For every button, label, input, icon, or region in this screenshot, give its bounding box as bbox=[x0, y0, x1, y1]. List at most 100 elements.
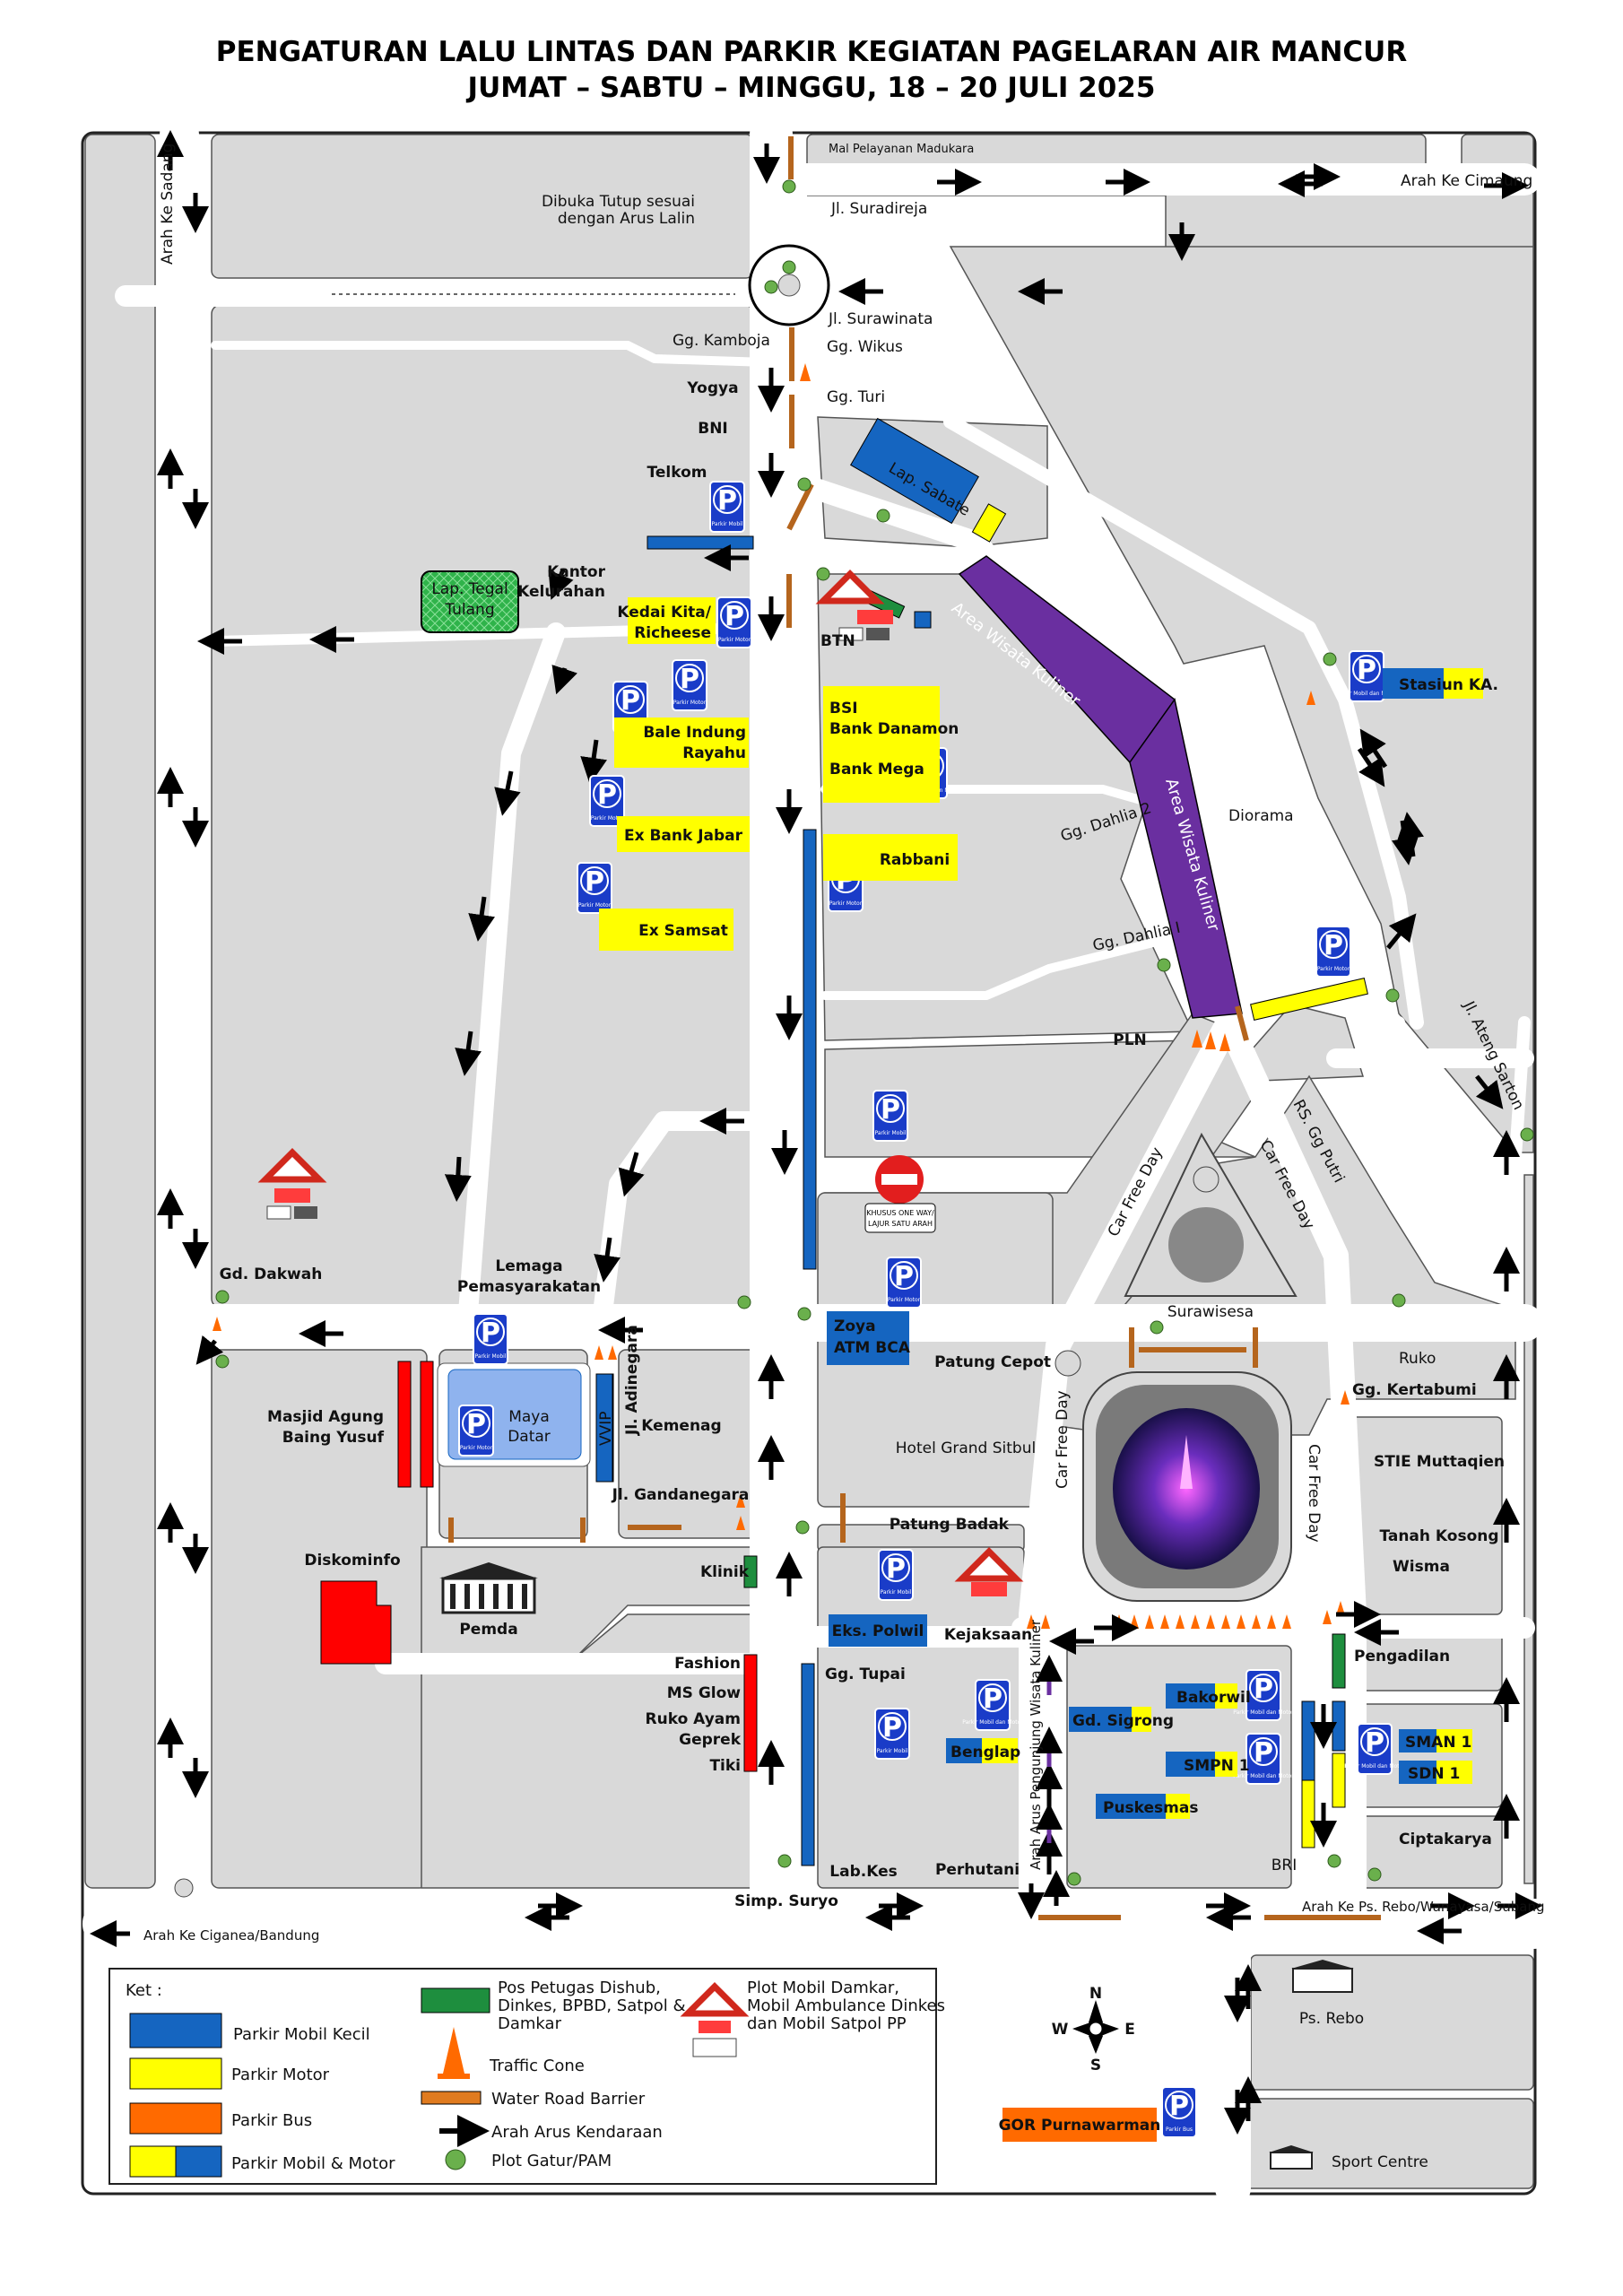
svg-text:P: P bbox=[1254, 1737, 1273, 1769]
svg-text:Pengadilan: Pengadilan bbox=[1354, 1648, 1450, 1665]
svg-text:Geprek: Geprek bbox=[679, 1731, 742, 1749]
compass-icon: N S E W bbox=[1052, 1985, 1135, 2074]
svg-text:Kejaksaan: Kejaksaan bbox=[944, 1626, 1032, 1644]
svg-text:Benglap: Benglap bbox=[950, 1744, 1020, 1761]
svg-text:Diorama: Diorama bbox=[1228, 807, 1294, 825]
svg-text:N: N bbox=[1089, 1985, 1102, 2003]
svg-text:Lap. Tegal: Lap. Tegal bbox=[431, 580, 508, 598]
svg-text:Pemasyarakatan: Pemasyarakatan bbox=[457, 1278, 601, 1296]
svg-text:Ciptakarya: Ciptakarya bbox=[1399, 1831, 1492, 1848]
svg-text:Parkir Motor: Parkir Motor bbox=[1317, 966, 1350, 972]
svg-text:Parkir Mobil: Parkir Mobil bbox=[875, 1130, 907, 1136]
svg-text:Plot Gatur/PAM: Plot Gatur/PAM bbox=[491, 2152, 612, 2170]
svg-text:Lab.Kes: Lab.Kes bbox=[829, 1863, 897, 1881]
pemda-building-icon bbox=[439, 1562, 538, 1614]
svg-text:Gg. Wikus: Gg. Wikus bbox=[827, 338, 903, 356]
svg-text:Gd. Sigrong: Gd. Sigrong bbox=[1072, 1712, 1174, 1730]
svg-text:Kantor: Kantor bbox=[547, 563, 606, 581]
svg-text:Rayahu: Rayahu bbox=[682, 744, 746, 762]
svg-text:Arah Ke Ps. Rebo/Wanayasa/Suba: Arah Ke Ps. Rebo/Wanayasa/Subang bbox=[1302, 1899, 1545, 1915]
water-barriers bbox=[448, 136, 1381, 1920]
surawisesa: Surawisesa bbox=[1124, 1132, 1298, 1321]
svg-text:Puskesmas: Puskesmas bbox=[1103, 1799, 1198, 1817]
svg-text:SMAN 1: SMAN 1 bbox=[1405, 1734, 1471, 1752]
svg-text:P: P bbox=[680, 664, 699, 695]
svg-text:Wisma: Wisma bbox=[1393, 1558, 1450, 1576]
fountain-stadium bbox=[1082, 1371, 1292, 1602]
svg-text:GOR Purnawarman: GOR Purnawarman bbox=[999, 2117, 1161, 2135]
svg-text:ATM BCA: ATM BCA bbox=[834, 1339, 911, 1357]
svg-text:P: P bbox=[621, 685, 640, 717]
svg-text:P: P bbox=[466, 1409, 486, 1440]
svg-text:Parkir Motor: Parkir Motor bbox=[673, 700, 707, 706]
map-title-line2: JUMAT – SABTU – MINGGU, 18 – 20 JULI 202… bbox=[467, 72, 1156, 104]
svg-text:Dinkes, BPBD, Satpol &: Dinkes, BPBD, Satpol & bbox=[498, 1996, 686, 2015]
svg-text:Ex Bank Jabar: Ex Bank Jabar bbox=[624, 827, 743, 845]
svg-text:P: P bbox=[881, 1094, 900, 1126]
svg-text:Parkir Mobil dan Motor: Parkir Mobil dan Motor bbox=[1233, 1773, 1294, 1779]
masjid-strips bbox=[320, 1361, 758, 1772]
svg-text:Patung Badak: Patung Badak bbox=[890, 1516, 1010, 1534]
svg-text:Car Free Day: Car Free Day bbox=[1054, 1390, 1072, 1489]
svg-text:P: P bbox=[983, 1683, 1002, 1715]
svg-text:Jl. Suradireja: Jl. Suradireja bbox=[830, 200, 927, 218]
svg-text:Jl. Surawinata: Jl. Surawinata bbox=[828, 310, 933, 328]
svg-text:MS Glow: MS Glow bbox=[667, 1684, 742, 1702]
svg-text:Eks. Polwil: Eks. Polwil bbox=[832, 1622, 924, 1640]
svg-text:Gg. Kamboja: Gg. Kamboja bbox=[673, 332, 770, 350]
svg-text:Parkir Mobil Kecil: Parkir Mobil Kecil bbox=[233, 2025, 370, 2044]
svg-text:dengan Arus Lalin: dengan Arus Lalin bbox=[558, 210, 695, 228]
svg-text:VVIP: VVIP bbox=[597, 1411, 615, 1446]
svg-text:Klinik: Klinik bbox=[700, 1563, 750, 1581]
svg-text:Ps. Rebo: Ps. Rebo bbox=[1299, 2010, 1364, 2028]
ps-rebo-building-icon bbox=[1291, 1960, 1354, 1993]
svg-text:BNI: BNI bbox=[698, 420, 728, 438]
svg-text:BSI: BSI bbox=[829, 700, 858, 718]
legend-title: Ket : bbox=[126, 1981, 162, 2000]
svg-text:Richeese: Richeese bbox=[634, 624, 711, 642]
svg-text:P: P bbox=[1365, 1727, 1384, 1759]
svg-text:Patung Cepot: Patung Cepot bbox=[934, 1353, 1051, 1371]
no-entry-sign: KHUSUS ONE WAY/ LAJUR SATU ARAH bbox=[864, 1155, 936, 1233]
svg-text:Maya: Maya bbox=[508, 1408, 550, 1426]
svg-text:Parkir Mobil: Parkir Mobil bbox=[712, 521, 743, 527]
svg-text:SMPN 1: SMPN 1 bbox=[1184, 1757, 1250, 1775]
svg-text:Bakorwil: Bakorwil bbox=[1176, 1689, 1251, 1707]
svg-text:Yogya: Yogya bbox=[686, 379, 738, 397]
svg-text:Pos Petugas Dishub,: Pos Petugas Dishub, bbox=[498, 1979, 661, 1997]
svg-text:P: P bbox=[725, 601, 744, 632]
svg-text:Gd. Dakwah: Gd. Dakwah bbox=[220, 1265, 323, 1283]
svg-text:Zoya: Zoya bbox=[834, 1318, 876, 1335]
svg-text:Parkir Mobil dan Motor: Parkir Mobil dan Motor bbox=[1344, 1763, 1405, 1770]
svg-text:Simp. Suryo: Simp. Suryo bbox=[734, 1892, 838, 1910]
svg-text:Tanah Kosong: Tanah Kosong bbox=[1379, 1527, 1498, 1545]
lap-tegal-tulang: Lap. Tegal Tulang bbox=[421, 570, 519, 633]
plot-gatur-points bbox=[215, 179, 1534, 1886]
svg-text:Tiki: Tiki bbox=[709, 1757, 741, 1775]
svg-text:Hotel Grand Sitbul: Hotel Grand Sitbul bbox=[896, 1439, 1036, 1457]
svg-text:Parkir Motor: Parkir Motor bbox=[718, 637, 751, 643]
svg-text:Gg. Tupai: Gg. Tupai bbox=[825, 1665, 906, 1683]
svg-text:Gg. Turi: Gg. Turi bbox=[827, 388, 885, 406]
svg-text:Ruko: Ruko bbox=[1399, 1350, 1436, 1368]
svg-text:Arah Ke Ciganea/Bandung: Arah Ke Ciganea/Bandung bbox=[143, 1927, 319, 1944]
svg-text:Kedai Kita/: Kedai Kita/ bbox=[617, 604, 711, 622]
svg-text:Jl. Gandanegara: Jl. Gandanegara bbox=[612, 1486, 750, 1504]
svg-text:LAJUR SATU ARAH: LAJUR SATU ARAH bbox=[868, 1220, 933, 1228]
svg-text:S: S bbox=[1090, 2057, 1101, 2074]
svg-text:Damkar: Damkar bbox=[498, 2014, 562, 2033]
svg-text:P: P bbox=[1169, 2091, 1189, 2122]
svg-text:P: P bbox=[882, 1712, 902, 1744]
svg-text:Tulang: Tulang bbox=[444, 601, 494, 619]
svg-text:Parkir Mobil: Parkir Mobil bbox=[475, 1353, 507, 1360]
map-title-line1: PENGATURAN LALU LINTAS DAN PARKIR KEGIAT… bbox=[215, 36, 1408, 68]
svg-text:Traffic Cone: Traffic Cone bbox=[489, 2057, 585, 2075]
svg-text:KHUSUS ONE WAY/: KHUSUS ONE WAY/ bbox=[866, 1209, 934, 1217]
svg-text:P: P bbox=[894, 1261, 914, 1292]
roundabout-small bbox=[174, 1878, 194, 1898]
svg-text:Parkir Mobil: Parkir Mobil bbox=[881, 1589, 912, 1596]
svg-text:Pemda: Pemda bbox=[459, 1621, 517, 1639]
svg-text:Arah Ke Cimaung: Arah Ke Cimaung bbox=[1401, 172, 1532, 190]
svg-text:Arah Arus Pengunjung Wisata Ku: Arah Arus Pengunjung Wisata Kuliner bbox=[1028, 1619, 1044, 1870]
